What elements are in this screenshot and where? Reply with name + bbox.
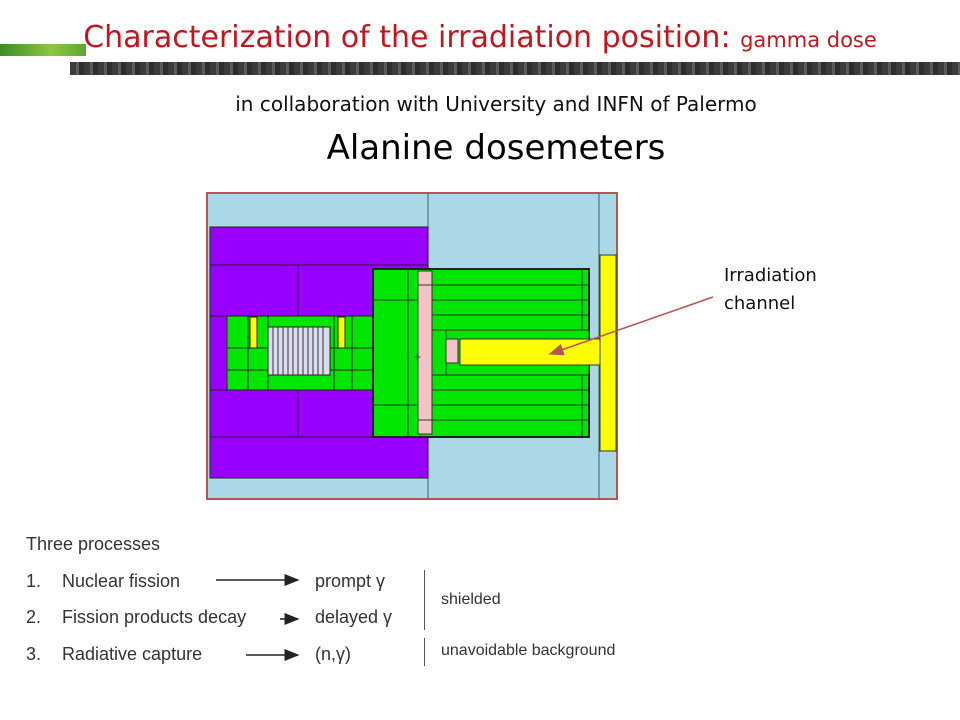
callout-line-2: channel — [724, 293, 796, 314]
slide-title-sub: gamma dose — [740, 28, 877, 52]
yellow-end-plate — [599, 254, 617, 452]
processes-title: Three processes — [26, 534, 161, 554]
svg-text:+: + — [413, 352, 421, 363]
slide-title-main: Characterization of the irradiation posi… — [83, 20, 731, 55]
callout-arrow — [548, 296, 714, 356]
header-green-bar — [0, 44, 86, 56]
process-number: 3. — [26, 644, 42, 664]
process-number: 1. — [26, 571, 42, 591]
callout-line-1: Irradiation — [724, 265, 817, 286]
process-name: Fission products decay — [62, 607, 247, 627]
process-name: Nuclear fission — [62, 571, 181, 591]
note-unavoidable-background: unavoidable background — [441, 642, 616, 659]
bracket-line-shielded — [424, 570, 425, 630]
collaboration-line: in collaboration with University and INF… — [235, 92, 757, 116]
irradiation-channel-label: Irradiation channel — [724, 262, 817, 318]
process-result: delayed γ — [315, 607, 393, 627]
slide-title: Characterization of the irradiation posi… — [0, 20, 960, 55]
fuel-rod-yellow-right — [337, 316, 346, 349]
channel-pink-sample — [445, 338, 459, 364]
note-shielded: shielded — [441, 591, 501, 608]
process-name: Radiative capture — [62, 644, 203, 664]
process-result: (n,γ) — [315, 644, 351, 664]
striped-fuel-assembly — [267, 326, 331, 376]
section-heading: Alanine dosemeters — [326, 128, 666, 168]
process-result: prompt γ — [315, 571, 386, 591]
process-number: 2. — [26, 607, 42, 627]
header-dark-bar — [70, 62, 960, 75]
irradiation-channel-yellow — [459, 338, 601, 366]
bracket-line-background — [424, 638, 425, 666]
pink-layer — [417, 270, 433, 435]
fuel-rod-yellow-left — [249, 316, 258, 349]
